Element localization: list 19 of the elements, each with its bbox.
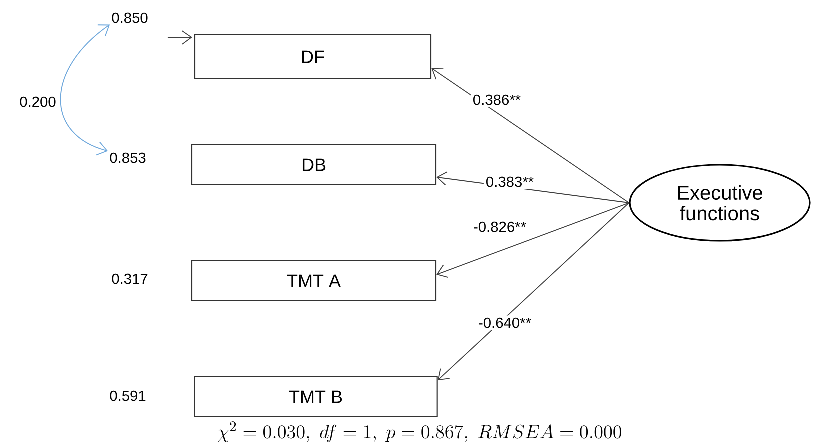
- variance-label: 0.850: [112, 12, 148, 24]
- edge-label: -0.826**: [472, 220, 528, 234]
- edge-label: -0.640**: [476, 316, 534, 330]
- arrow: [432, 68, 630, 204]
- variable-box: TMT B: [194, 376, 438, 418]
- edge-label: 0.386**: [470, 92, 524, 108]
- variance-label: 0.317: [112, 274, 148, 284]
- variance-label: 0.591: [110, 390, 146, 402]
- fit-statistics: $\chi^{2} = 0.030,\ df = 1,\ p = 0.867,\ RMSEA = 0.000$: [218, 422, 622, 442]
- variable-box: DB: [191, 144, 437, 186]
- arrow: [438, 202, 630, 381]
- arrow: [60, 24, 110, 156]
- variable-box: DF: [194, 34, 432, 80]
- variance-label: 0.853: [110, 152, 146, 164]
- variable-box: TMT A: [191, 260, 437, 302]
- edge-label: 0.200: [18, 94, 58, 110]
- arrow: [436, 202, 630, 278]
- edge-label: 0.383**: [484, 174, 536, 190]
- arrow: [168, 30, 192, 45]
